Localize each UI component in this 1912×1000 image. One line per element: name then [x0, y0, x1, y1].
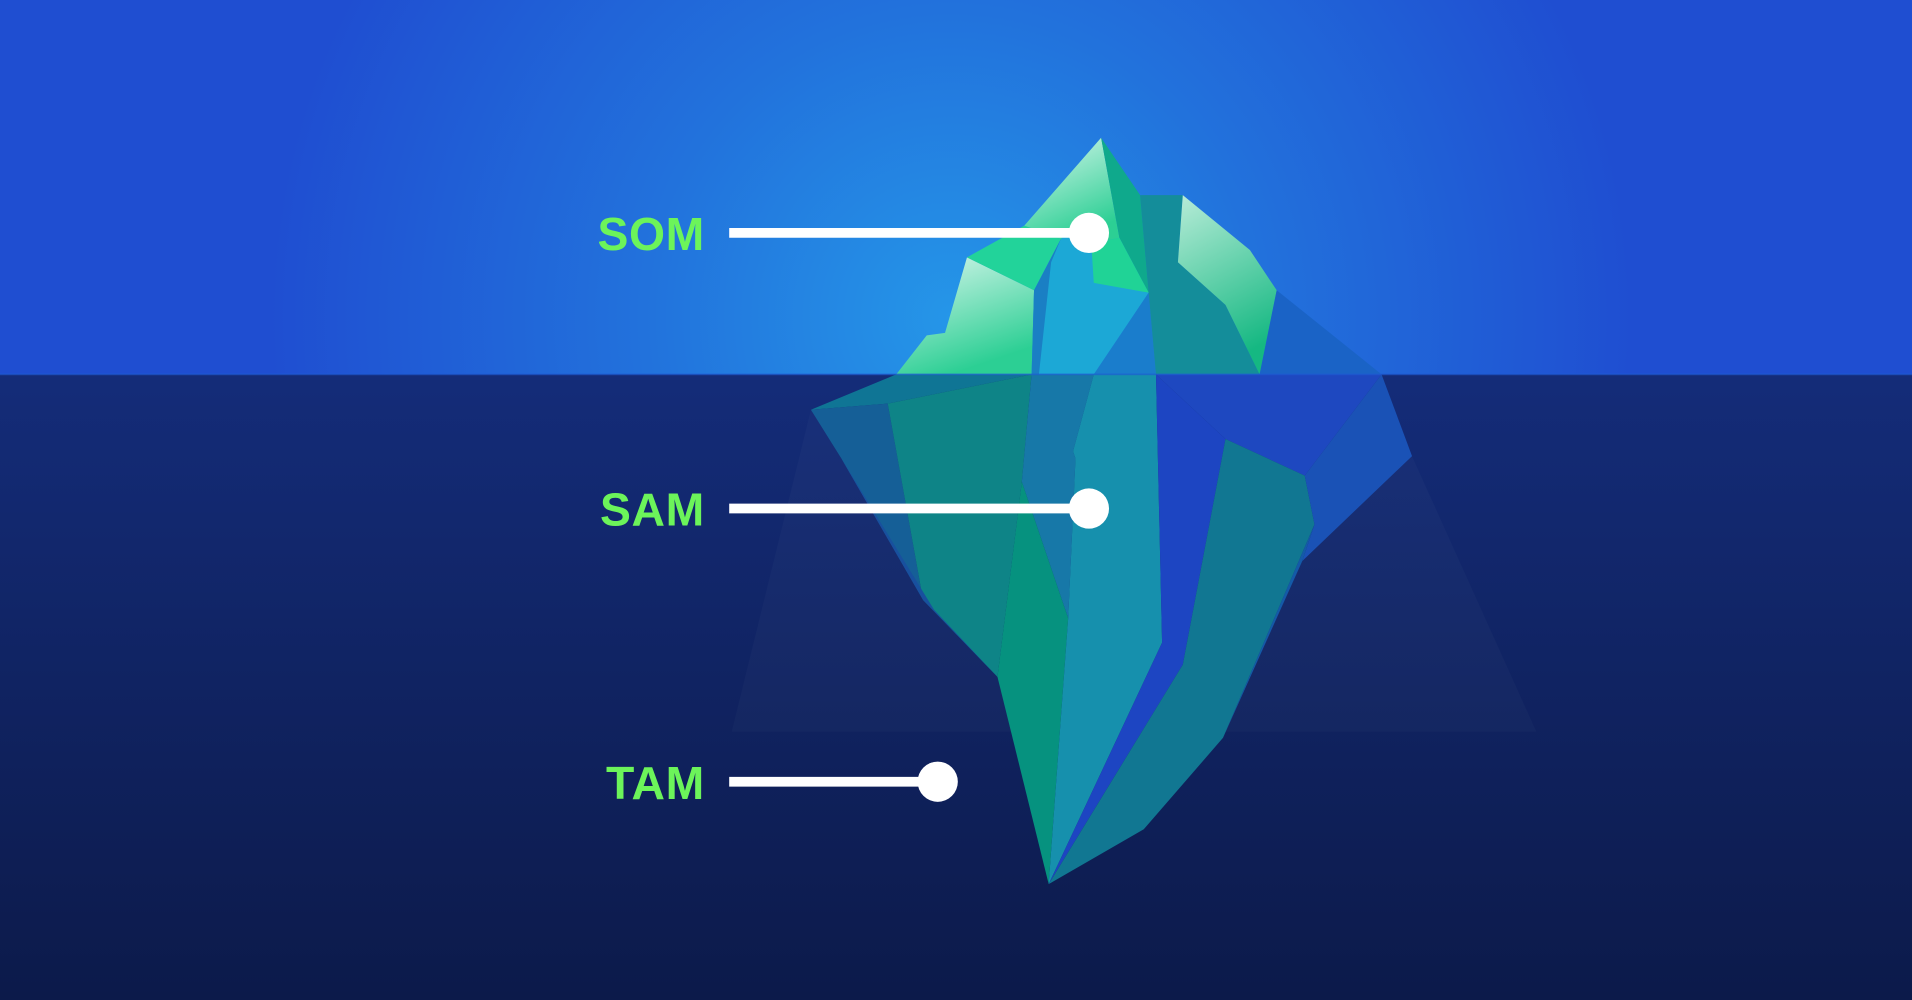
- label-som: SOM: [597, 208, 1110, 260]
- sam-label: SAM: [600, 484, 705, 536]
- label-tam: TAM: [606, 757, 958, 809]
- som-marker-dot: [1068, 212, 1110, 254]
- som-label: SOM: [597, 208, 704, 260]
- sam-marker-dot: [1068, 488, 1110, 529]
- iceberg-submerged: [810, 374, 1413, 885]
- tam-label: TAM: [606, 757, 705, 809]
- tam-marker-dot: [917, 761, 958, 802]
- label-sam: SAM: [600, 484, 1110, 536]
- iceberg-tip: [896, 137, 1382, 375]
